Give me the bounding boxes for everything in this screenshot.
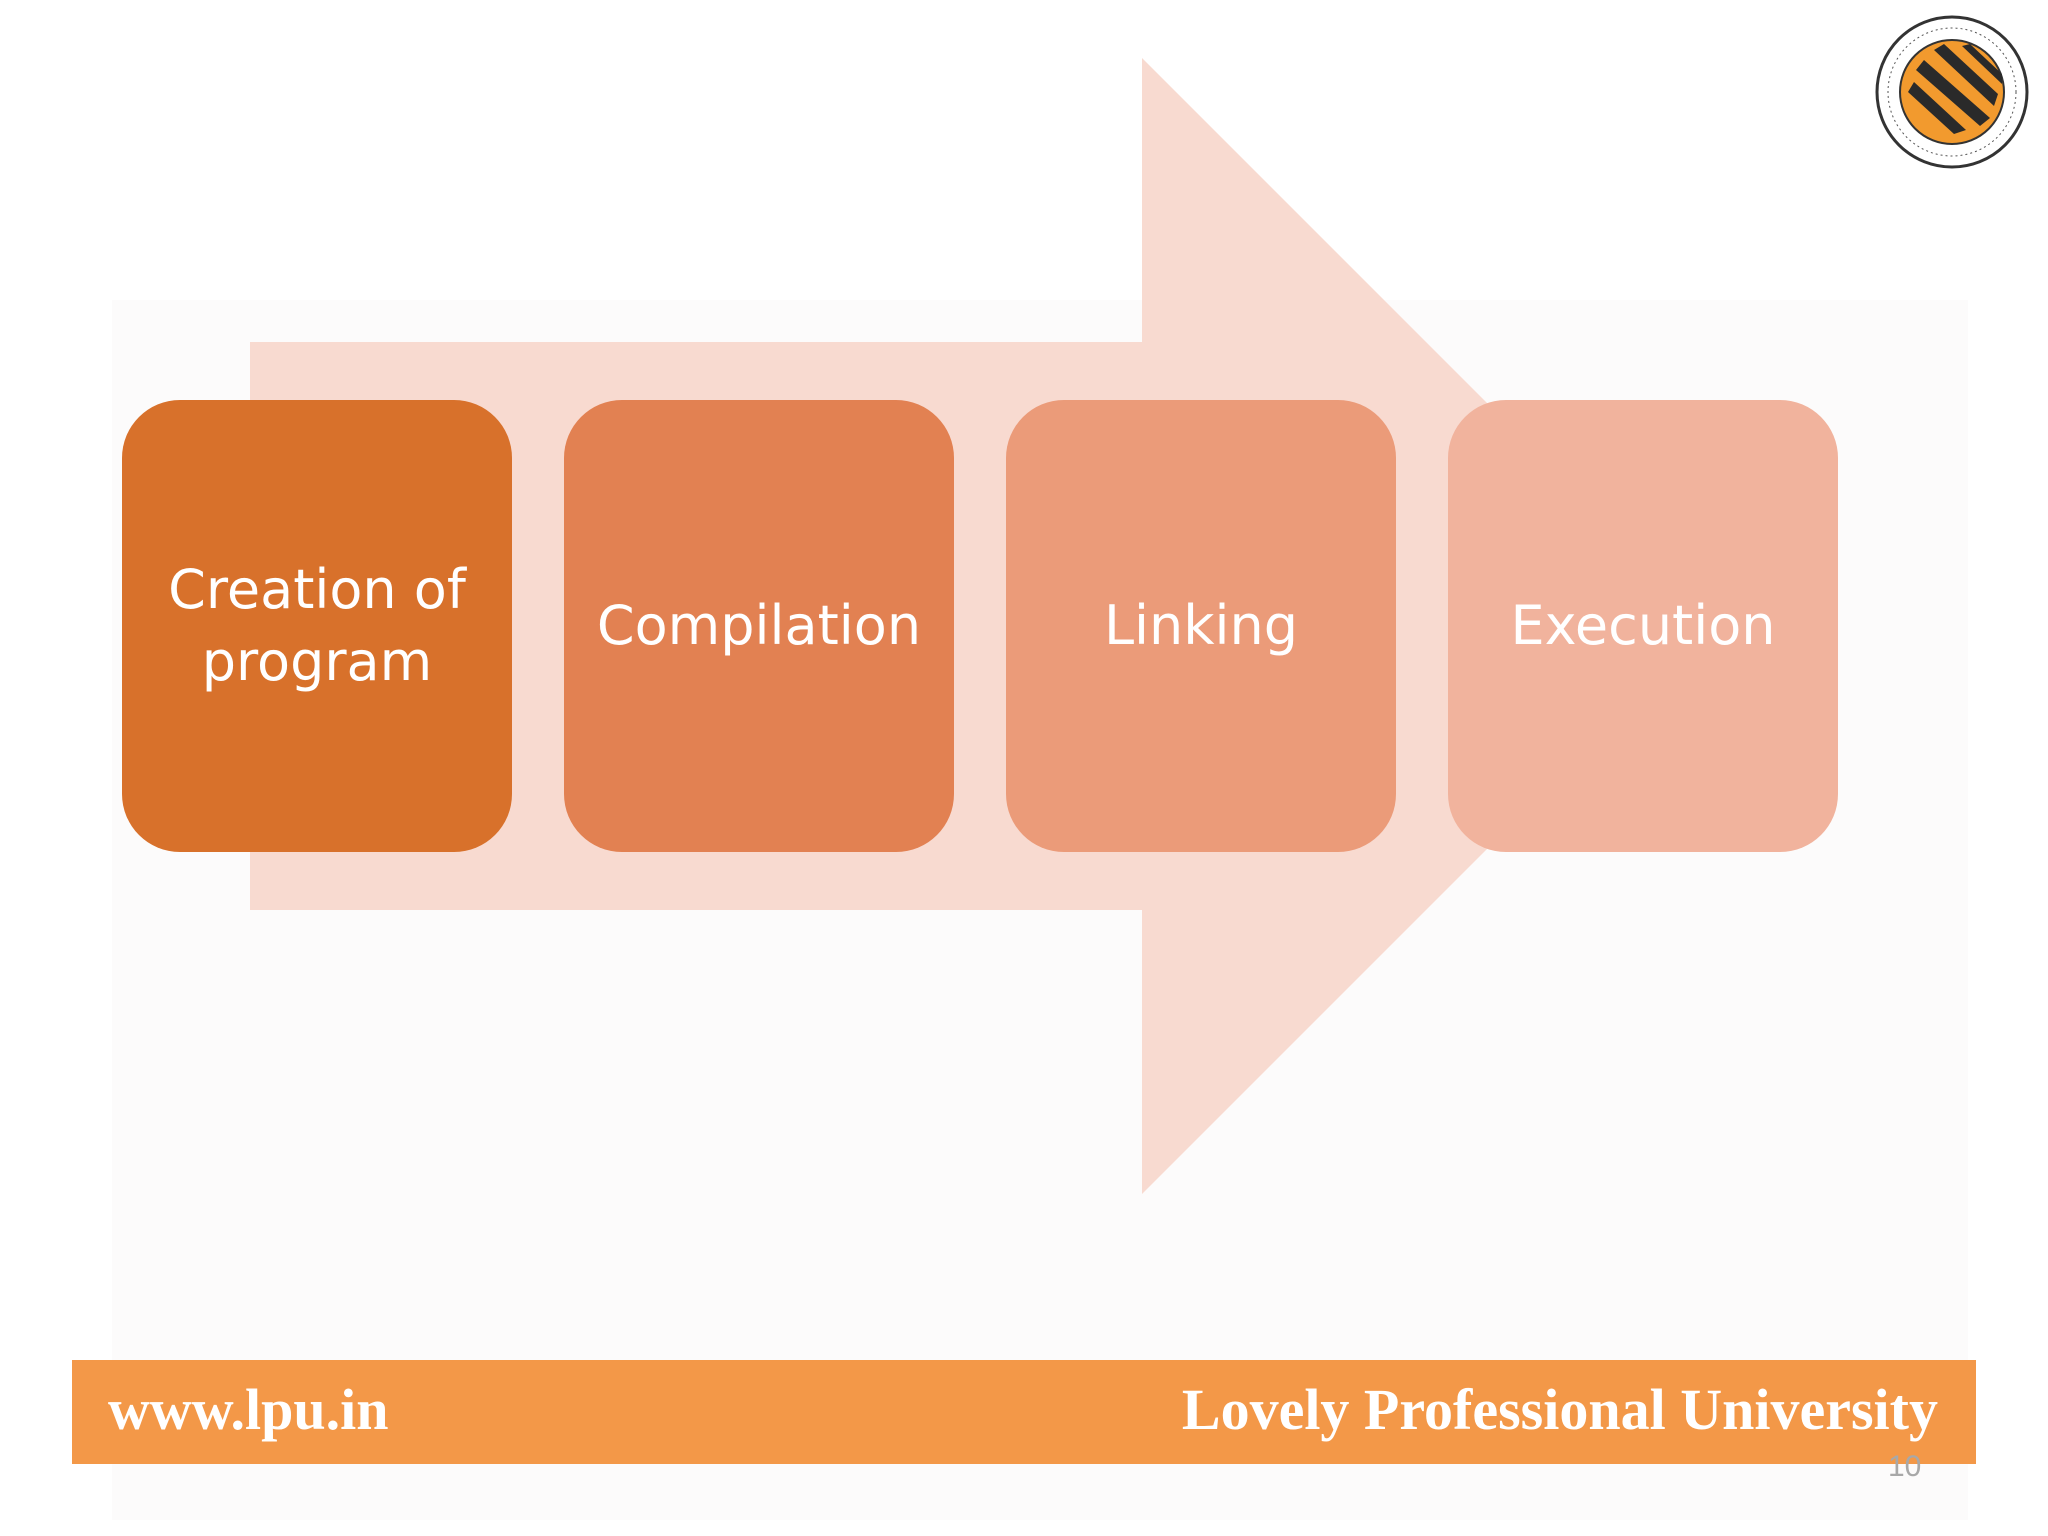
lpu-seal-icon: [1875, 15, 2029, 169]
step-linking: Linking: [1006, 400, 1396, 852]
step-creation-of-program: Creation of program: [122, 400, 512, 852]
flow-arrow-shape: [250, 58, 1710, 1194]
footer-organization: Lovely Professional University: [1181, 1377, 1938, 1442]
step-execution: Execution: [1448, 400, 1838, 852]
step-compilation: Compilation: [564, 400, 954, 852]
step-label: Compilation: [596, 594, 922, 657]
step-label: Creation of program: [168, 558, 466, 693]
step-label: Linking: [1103, 594, 1299, 657]
step-label: Execution: [1510, 594, 1776, 657]
footer-bar: www.lpu.in Lovely Professional Universit…: [72, 1360, 1976, 1464]
page-number: 10: [1888, 1450, 1922, 1483]
footer-url[interactable]: www.lpu.in: [108, 1377, 389, 1442]
